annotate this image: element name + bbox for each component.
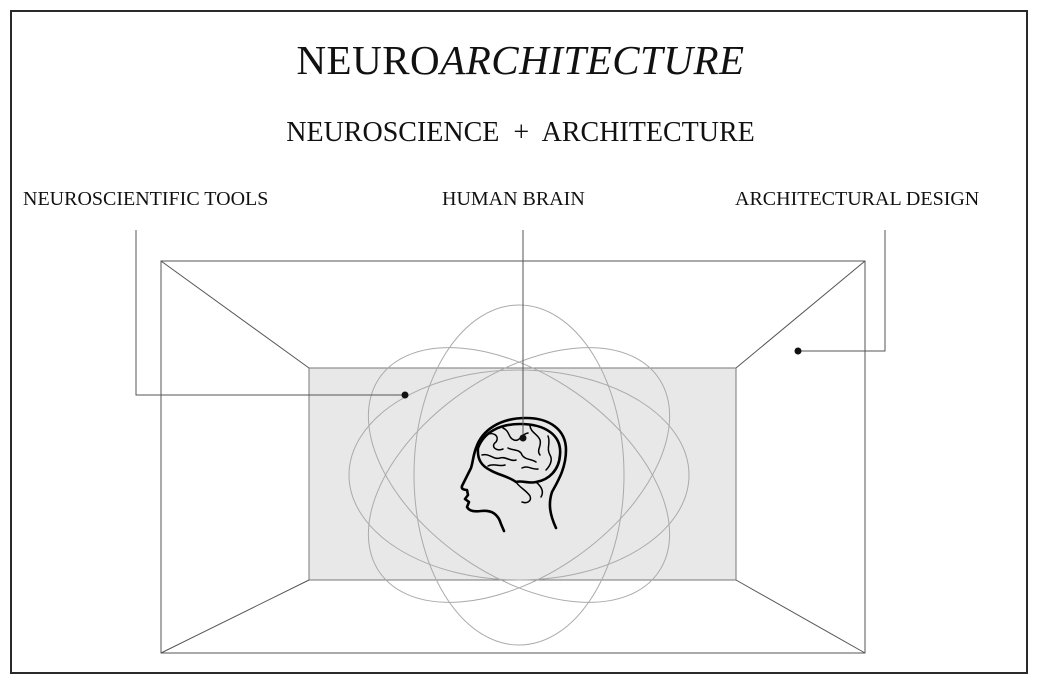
room-outer-edge [160, 260, 866, 654]
page-subtitle: NEUROSCIENCE + ARCHITECTURE [286, 117, 755, 148]
room-perspective [160, 260, 866, 654]
room-corner-line-tr [735, 260, 866, 369]
orbit-ellipse-vertical [413, 304, 625, 646]
title-part-neuro: NEURO [296, 37, 441, 83]
room-corner-line-tl [160, 260, 310, 369]
label-human-brain: HUMAN BRAIN [442, 188, 585, 210]
label-architectural-design: ARCHITECTURAL DESIGN [735, 188, 980, 210]
callout-dot-neuroscientific-tools [401, 391, 409, 399]
room-corner-line-bl [160, 579, 310, 654]
outer-frame [10, 10, 1028, 674]
head-brain-icon [460, 416, 568, 533]
callout-lines [135, 230, 886, 438]
callout-dots [401, 347, 802, 442]
callout-line-neuroscientific-tools [135, 230, 405, 396]
callout-dot-architectural-design [794, 347, 802, 355]
callout-line-architectural-design [798, 230, 886, 352]
orbit-ellipse-horizontal [348, 369, 690, 581]
label-neuroscientific-tools: NEUROSCIENTIFIC TOOLS [23, 188, 269, 210]
callout-dot-human-brain [519, 434, 527, 442]
orbit-ellipse-diagonal-b [367, 347, 671, 603]
orbit-ellipses [348, 304, 690, 646]
room-corner-line-br [735, 579, 866, 654]
title-part-architecture: ARCHITECTURE [440, 37, 745, 83]
orbit-ellipse-diagonal-a [367, 347, 671, 603]
page-title: NEUROARCHITECTURE [0, 36, 1041, 84]
